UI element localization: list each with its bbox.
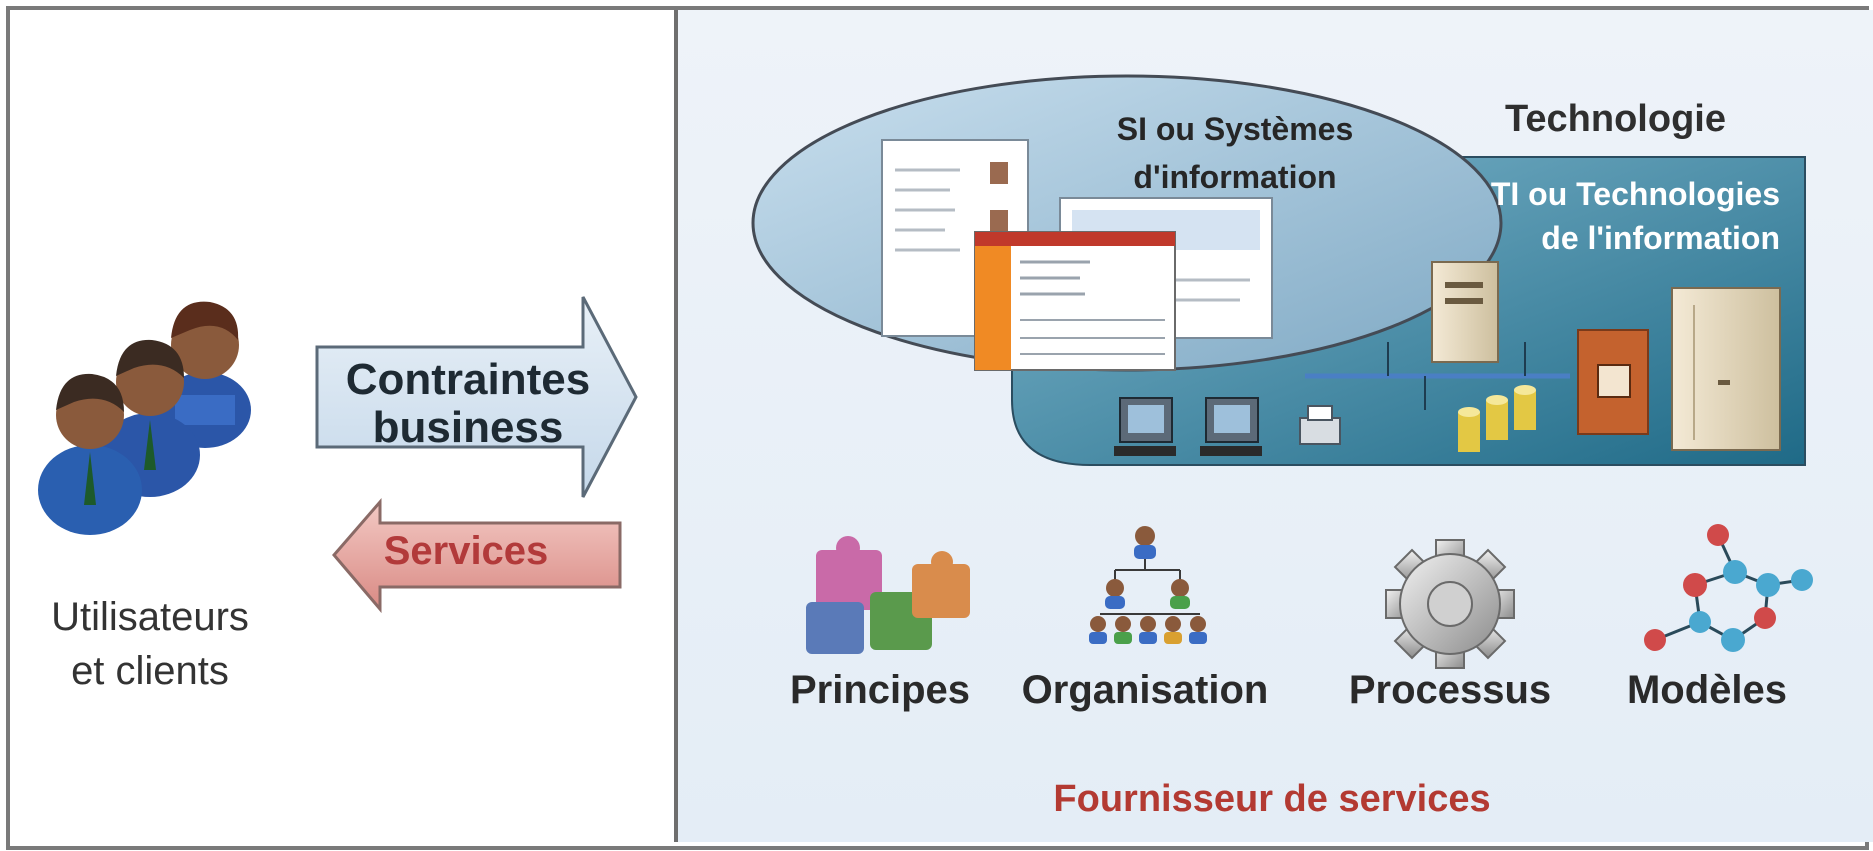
constraints-label-line1: Contraintes: [345, 355, 591, 404]
ti-label-line2: de l'information: [1541, 220, 1780, 256]
workstation-icon: [1200, 397, 1262, 456]
component-modeles: Modèles: [1626, 668, 1788, 712]
ti-label-line1: TI ou Technologies: [1490, 176, 1780, 212]
model-network-icon: [1644, 524, 1813, 652]
constraints-arrow: [315, 296, 638, 498]
users-label-line2: et clients: [71, 649, 229, 693]
database-icon: [1458, 385, 1536, 452]
constraints-label: Contraintes business: [318, 356, 618, 452]
network-backbone: [1305, 342, 1570, 410]
information-systems-label: SI ou Systèmes d'information: [1085, 105, 1385, 201]
constraints-label-line2: business: [372, 403, 564, 452]
org-chart-icon: [1089, 526, 1207, 644]
service-provider-label: Fournisseur de services: [1053, 778, 1491, 820]
component-organisation: Organisation: [1021, 668, 1269, 712]
puzzle-icon: [806, 536, 970, 654]
users-label: Utilisateurs et clients: [40, 590, 260, 698]
printer-icon: [1299, 405, 1341, 445]
si-label-line1: SI ou Systèmes: [1116, 111, 1354, 147]
gear-icon: [1385, 539, 1515, 669]
mainframe-icon: [1671, 287, 1781, 451]
component-processus: Processus: [1348, 668, 1552, 712]
it-label: TI ou Technologies de l'information: [1420, 172, 1780, 260]
services-label: Services: [383, 529, 549, 573]
firewall-icon: [1577, 329, 1649, 435]
server-icon: [1431, 261, 1499, 363]
component-principes: Principes: [789, 668, 971, 712]
technology-title: Technologie: [1505, 98, 1726, 140]
services-arrow: [332, 497, 622, 614]
si-label-line2: d'information: [1133, 159, 1337, 195]
users-label-line1: Utilisateurs: [51, 595, 249, 639]
workstation-icon: [1114, 397, 1176, 456]
application-screens-icon: [881, 139, 1273, 371]
users-group-icon: [38, 301, 251, 535]
